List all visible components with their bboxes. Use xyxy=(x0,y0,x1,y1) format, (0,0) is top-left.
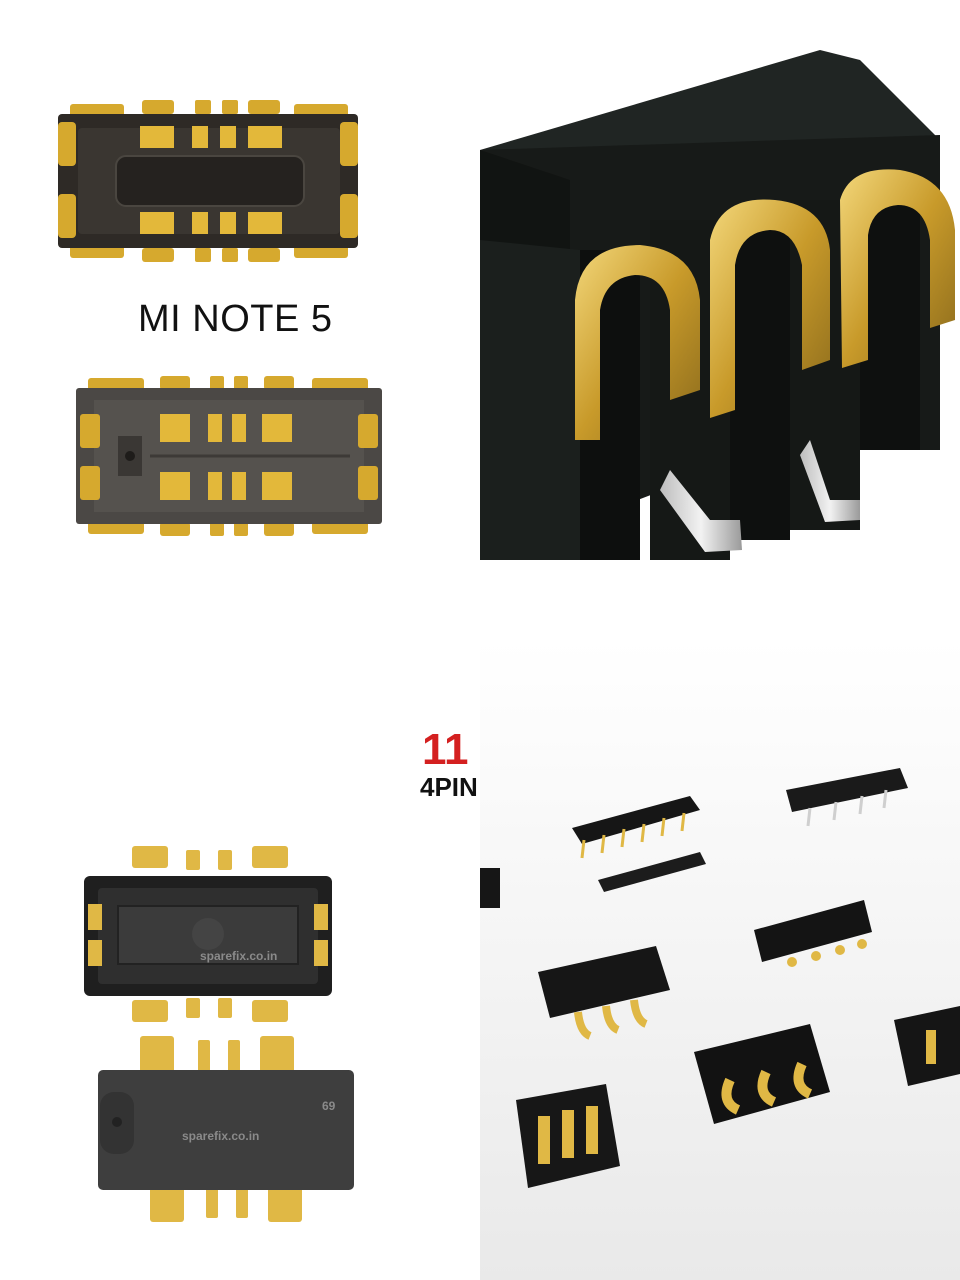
sparefix-connector-illustration: sparefix.co.in sparefix.co.in 69 xyxy=(84,846,354,1222)
assorted-connectors-illustration xyxy=(480,640,960,1280)
sparefix-lower-connector: sparefix.co.in 69 xyxy=(98,1036,354,1222)
connector-partial-right-edge xyxy=(894,1006,960,1086)
solder-leg-2 xyxy=(800,440,860,522)
connector-4pin-middle-right xyxy=(754,900,872,967)
pin-count-badge-number: 11 xyxy=(422,728,469,772)
solder-leg-1 xyxy=(660,470,742,552)
upper-connector xyxy=(58,100,358,262)
lower-connector xyxy=(76,376,382,536)
connector-4pin-top-right xyxy=(786,768,908,827)
sparefix-upper-connector: sparefix.co.in xyxy=(84,846,332,1022)
spring-contact-3 xyxy=(840,169,955,368)
connector-6pin-header xyxy=(572,796,706,892)
model-caption: MI NOTE 5 xyxy=(138,298,333,340)
spring-contact-2 xyxy=(710,199,830,418)
panel-assorted-connectors xyxy=(480,640,960,1280)
connector-3pin-middle-left xyxy=(538,946,670,1040)
connector-3pin-bottom-left xyxy=(516,1084,620,1188)
panel-3pin-connector-closeup xyxy=(480,0,960,640)
pin-count-badge-label: 4PIN xyxy=(420,774,478,800)
watermark-upper: sparefix.co.in xyxy=(200,949,277,963)
panel-mi-note-5-connectors: MI NOTE 5 xyxy=(0,0,480,640)
watermark-lower: sparefix.co.in xyxy=(182,1129,259,1143)
connector-3pin-bottom-center xyxy=(694,1024,830,1124)
panel-sparefix-connector: sparefix.co.in sparefix.co.in 69 11 4PIN xyxy=(0,640,480,1280)
spring-contact-1 xyxy=(575,245,700,440)
part-marking: 69 xyxy=(322,1099,336,1113)
mi-note-5-connector-illustration xyxy=(58,100,382,536)
3pin-closeup-illustration xyxy=(480,50,955,560)
